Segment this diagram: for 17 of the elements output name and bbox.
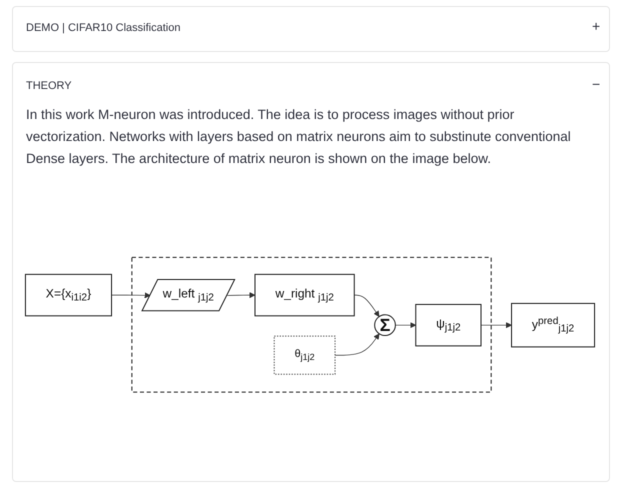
node-circle: Σ bbox=[374, 314, 396, 336]
arrow bbox=[111, 292, 150, 299]
section-header: DEMO | CIFAR10 Classification bbox=[26, 22, 180, 34]
cluster bbox=[131, 257, 492, 393]
arrow bbox=[334, 334, 380, 356]
node-box: ψ$_{j1j2}$ bbox=[415, 304, 482, 347]
node-box: w_right $_{j1j2}$ bbox=[254, 274, 355, 317]
node-box: θ$_{j1j2}$ bbox=[274, 336, 336, 376]
arrow bbox=[480, 322, 512, 328]
arrow bbox=[395, 322, 416, 328]
collapse-icon: − bbox=[592, 76, 600, 92]
section-header: THEORY bbox=[26, 80, 72, 92]
node-box: X={x$_{i1i2}$} bbox=[24, 274, 112, 317]
arrow bbox=[226, 292, 256, 298]
arrow bbox=[354, 295, 380, 318]
description-text: In this work M-neuron was introduced. The idea is to process images without prior vectorization. Networks with layers based on matrix neurons aim to substinute conventional Dense layers. The architecture of matrix neuron is shown on the image below. bbox=[26, 106, 572, 168]
expand-icon: + bbox=[592, 18, 600, 34]
